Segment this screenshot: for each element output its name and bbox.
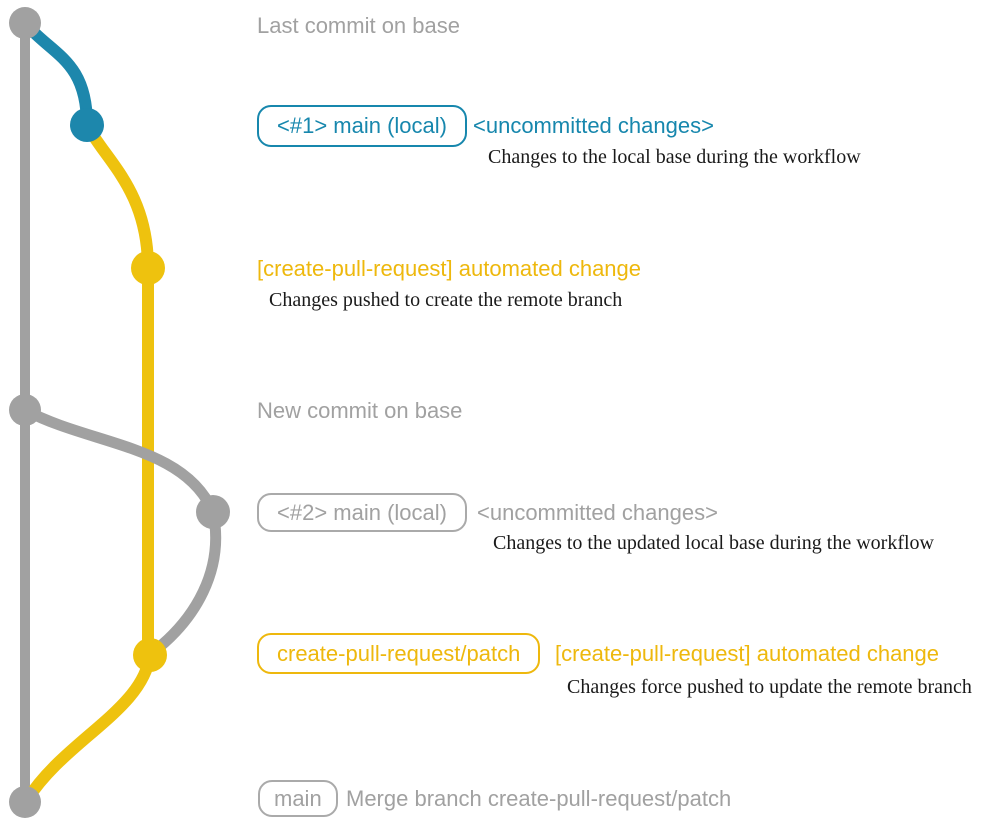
main-local-1-pill-label: <#1> main (local) (277, 113, 447, 138)
automated-change-1-label: [create-pull-request] automated change (257, 256, 642, 281)
commit-node-new-base-commit (9, 394, 41, 426)
automated-change-2-label: [create-pull-request] automated change (555, 641, 940, 666)
commit-node-patch-commit-2 (133, 638, 167, 672)
commit-node-last-base-commit (9, 7, 41, 39)
branch-edge-main-1-to-patch-1 (81, 119, 154, 274)
commit-node-main-local-2-commit (196, 495, 230, 529)
uncommitted-changes-1-desc: Changes to the local base during the wor… (488, 146, 861, 168)
uncommitted-changes-2-desc: Changes to the updated local base during… (493, 532, 934, 554)
patch-branch-pill: create-pull-request/patch (257, 633, 541, 674)
automated-change-1-desc: Changes pushed to create the remote bran… (269, 289, 623, 311)
last-commit-label: Last commit on base (257, 13, 460, 38)
branch-edge-base-to-main-1 (19, 17, 93, 131)
patch-branch-pill-label: create-pull-request/patch (277, 640, 521, 666)
main-local-2-pill: <#2> main (local) (257, 493, 467, 532)
branch-edge-base-to-main-2 (19, 404, 219, 518)
commit-node-main-local-1-commit (70, 108, 104, 142)
git-graph (9, 7, 230, 818)
main-local-2-pill-label: <#2> main (local) (277, 499, 447, 525)
main-branch-pill-label: main (274, 785, 322, 811)
main-branch-pill: main (258, 780, 338, 817)
branch-edge-main-2-to-patch-2 (146, 506, 222, 659)
commit-node-merge-commit (9, 786, 41, 818)
merge-commit-message: Merge branch create-pull-request/patch (346, 786, 732, 811)
uncommitted-changes-1-label: <uncommitted changes> (473, 113, 714, 138)
uncommitted-changes-2-label: <uncommitted changes> (477, 500, 718, 525)
new-commit-label: New commit on base (257, 398, 463, 423)
main-local-1-pill: <#1> main (local) (257, 105, 467, 147)
branch-edge-patch-to-merge (21, 649, 156, 806)
automated-change-2-desc: Changes force pushed to update the remot… (567, 676, 972, 698)
commit-node-patch-commit-1 (131, 251, 165, 285)
